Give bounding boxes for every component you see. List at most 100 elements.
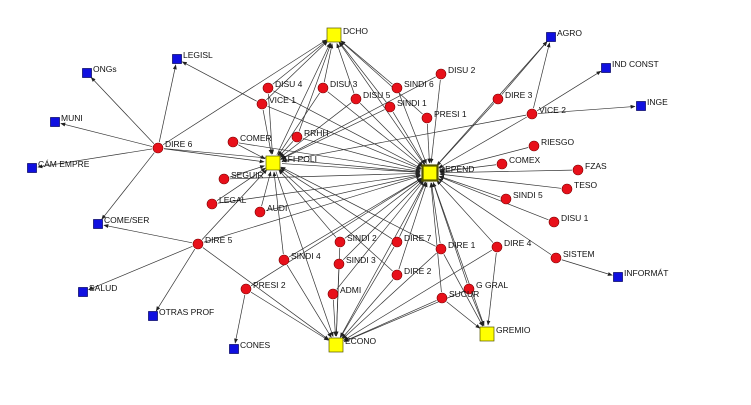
edge-comer-to-depend bbox=[238, 142, 421, 173]
actor-node-marker bbox=[526, 108, 538, 120]
node-vice2: VICE 2 bbox=[526, 105, 566, 120]
node-audi: AUDI bbox=[254, 203, 287, 218]
edge-disu2-to-afi bbox=[280, 76, 436, 160]
edge-dire1-to-depend bbox=[430, 182, 441, 244]
node-label-disu4: DISU 4 bbox=[275, 79, 303, 89]
node-dire6: DIRE 6 bbox=[152, 139, 193, 154]
edge-sindi1-to-dcho bbox=[339, 41, 387, 103]
node-legisl: LEGISL bbox=[172, 50, 213, 64]
edge-ggral-to-depend bbox=[432, 182, 468, 284]
edge-afi-to-econo bbox=[275, 171, 334, 337]
edge-vice1-to-dcho bbox=[266, 40, 328, 101]
actor-node-marker bbox=[350, 93, 362, 105]
actor-node-marker bbox=[240, 283, 252, 295]
edge-sucur-to-depend bbox=[429, 182, 442, 293]
actor-node-marker bbox=[491, 241, 503, 253]
edge-dire6-to-ongs bbox=[90, 77, 155, 144]
edge-disu3-to-afi bbox=[277, 92, 320, 156]
node-dcho: DCHO bbox=[326, 26, 368, 43]
node-label-rrhh: RRHH bbox=[304, 128, 329, 138]
edge-presi2-to-depend bbox=[250, 178, 422, 287]
edge-presi1-to-dcho bbox=[340, 40, 423, 115]
edge-audi-to-depend bbox=[265, 174, 421, 211]
node-label-dcho: DCHO bbox=[343, 26, 368, 36]
node-dire1: DIRE 1 bbox=[435, 240, 476, 255]
node-sistem: SISTEM bbox=[550, 249, 595, 264]
edge-dire4-to-econo bbox=[343, 249, 493, 341]
actor-node-marker bbox=[496, 158, 508, 170]
actor-node-marker bbox=[550, 252, 562, 264]
node-label-seguir: SEGUIR bbox=[231, 170, 264, 180]
node-label-sindi1: SINDI 1 bbox=[397, 98, 427, 108]
node-label-vice1: VICE 1 bbox=[269, 95, 296, 105]
actor-node-marker bbox=[227, 136, 239, 148]
edge-dire6-to-dcho bbox=[162, 39, 327, 146]
edge-depend-to-econo bbox=[340, 181, 426, 338]
hub-node-marker bbox=[421, 164, 439, 182]
edge-teso-to-depend bbox=[439, 172, 562, 189]
edge-sindi6-to-depend bbox=[398, 93, 427, 165]
node-label-legisl: LEGISL bbox=[183, 50, 213, 60]
edge-dire2-to-afi bbox=[279, 168, 393, 272]
edge-vice1-to-legisl bbox=[181, 61, 257, 102]
external-node-marker bbox=[613, 272, 623, 282]
edge-disu4-to-afi bbox=[268, 93, 275, 155]
edge-fzas-to-depend bbox=[439, 169, 573, 175]
actor-node-marker bbox=[463, 283, 475, 295]
node-label-presi1: PRESI 1 bbox=[434, 109, 467, 119]
node-label-disu5: DISU 5 bbox=[363, 90, 391, 100]
edge-dire7-to-depend bbox=[399, 181, 427, 237]
edge-dire6-to-legisl bbox=[158, 64, 177, 143]
edge-sindi4-to-depend bbox=[288, 177, 422, 258]
node-depend: DEPEND bbox=[421, 164, 474, 182]
edge-sindi2-to-afi bbox=[278, 169, 337, 238]
edge-sindi3-to-depend bbox=[342, 179, 424, 261]
edge-sindi4-to-econo bbox=[286, 264, 332, 338]
edge-rrhh-to-depend bbox=[302, 138, 421, 172]
edge-disu2-to-depend bbox=[429, 79, 441, 164]
external-node-marker bbox=[636, 101, 646, 111]
edge-riesgo-to-depend bbox=[439, 147, 529, 172]
edge-vice2-to-indconst bbox=[536, 70, 602, 112]
node-vice1: VICE 1 bbox=[256, 95, 296, 110]
external-node-marker bbox=[50, 117, 60, 127]
actor-node-marker bbox=[435, 243, 447, 255]
actor-node-marker bbox=[528, 140, 540, 152]
node-disu1: DISU 1 bbox=[548, 213, 589, 228]
actor-node-marker bbox=[384, 101, 396, 113]
actor-node-marker bbox=[572, 164, 584, 176]
node-disu3: DISU 3 bbox=[317, 79, 358, 94]
node-label-presi2: PRESI 2 bbox=[253, 280, 286, 290]
node-sindi3: SINDI 3 bbox=[333, 255, 376, 270]
edge-vice2-to-afi bbox=[281, 114, 527, 163]
node-label-informat: INFORMÁT bbox=[624, 268, 668, 278]
edge-dire6-to-muni bbox=[60, 122, 153, 147]
edge-depend-to-dcho bbox=[338, 41, 425, 165]
node-label-riesgo: RIESGO bbox=[541, 137, 574, 147]
actor-node-marker bbox=[262, 82, 274, 94]
node-label-dire6: DIRE 6 bbox=[165, 139, 193, 149]
node-presi1: PRESI 1 bbox=[421, 109, 467, 124]
node-sindi4: SINDI 4 bbox=[278, 251, 321, 266]
edge-disu1-to-depend bbox=[438, 176, 549, 221]
node-fzas: FZAS bbox=[572, 161, 607, 176]
edge-dire6-to-comeser bbox=[101, 152, 155, 220]
edge-depend-to-gremio bbox=[433, 182, 485, 326]
node-label-agro: AGRO bbox=[557, 28, 582, 38]
node-teso: TESO bbox=[561, 180, 598, 195]
node-label-dire4: DIRE 4 bbox=[504, 238, 532, 248]
actor-node-marker bbox=[192, 238, 204, 250]
node-label-comer: COMER bbox=[240, 133, 272, 143]
edge-dire4-to-gremio bbox=[486, 252, 497, 326]
node-dire5: DIRE 5 bbox=[192, 235, 233, 250]
edge-legal-to-afi bbox=[216, 167, 266, 201]
edge-afi-to-dcho bbox=[276, 42, 331, 156]
node-label-afi: AFI POLI bbox=[282, 154, 317, 164]
node-label-dire2: DIRE 2 bbox=[404, 266, 432, 276]
node-admi: ADMI bbox=[327, 285, 361, 300]
external-node-marker bbox=[78, 287, 88, 297]
external-node-marker bbox=[601, 63, 611, 73]
node-label-vice2: VICE 2 bbox=[539, 105, 566, 115]
